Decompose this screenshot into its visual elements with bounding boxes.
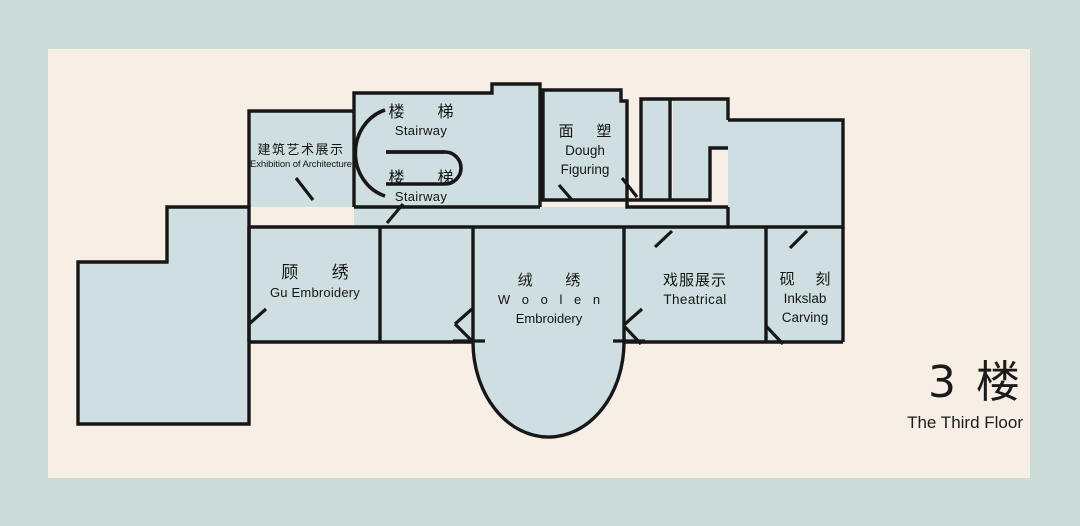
wall-stairway-block <box>352 82 542 207</box>
wall-exhibition-of-architecture <box>247 109 354 207</box>
room-fill-upper-right-block <box>728 120 843 227</box>
door-icon-architecture <box>294 177 315 201</box>
door-icon-dough-left <box>557 183 574 202</box>
door-icon-inkslab-bottom <box>764 324 785 346</box>
room-fill-inkslab-carving <box>766 227 843 342</box>
room-fill-stairway <box>354 84 540 207</box>
door-icon-dough-right <box>620 177 639 198</box>
door-icon-woolen-right <box>623 307 644 326</box>
room-fill-unlabeled-hall <box>78 207 249 424</box>
room-fill-theatrical <box>624 227 766 342</box>
wall-narrow-room-a <box>639 97 730 200</box>
room-fill-dough-figuring <box>543 90 627 200</box>
stairway-flight <box>386 150 463 186</box>
wall-woolen-apse <box>471 341 626 439</box>
stair-graphics <box>353 108 463 198</box>
room-fill-woolen-upper <box>380 227 473 342</box>
room-fill-narrow-room-b <box>673 99 728 200</box>
door-markers <box>247 177 809 346</box>
walls <box>76 82 845 439</box>
door-icon-woolen-top <box>453 307 474 326</box>
wall-narrow-room-b-notch <box>627 146 728 202</box>
door-icon-stairway-lower <box>385 202 405 225</box>
room-fill-woolen-embroidery <box>473 227 624 438</box>
room-fill-gu-embroidery <box>249 227 380 342</box>
door-icon-inkslab-top <box>788 229 809 250</box>
room-fill-corridor <box>354 207 728 227</box>
stairway-arc <box>353 108 386 198</box>
door-icon-gu-embroidery <box>247 307 268 326</box>
wall-dough-figuring <box>541 88 629 200</box>
door-icon-theatrical-top <box>653 229 674 249</box>
room-fill-narrow-room-a <box>641 99 668 200</box>
wall-corridor-top-right <box>540 198 728 209</box>
room-fills <box>78 84 843 438</box>
room-fill-exhibition-of-architecture <box>249 111 354 207</box>
door-icon-woolen-left <box>453 322 474 343</box>
